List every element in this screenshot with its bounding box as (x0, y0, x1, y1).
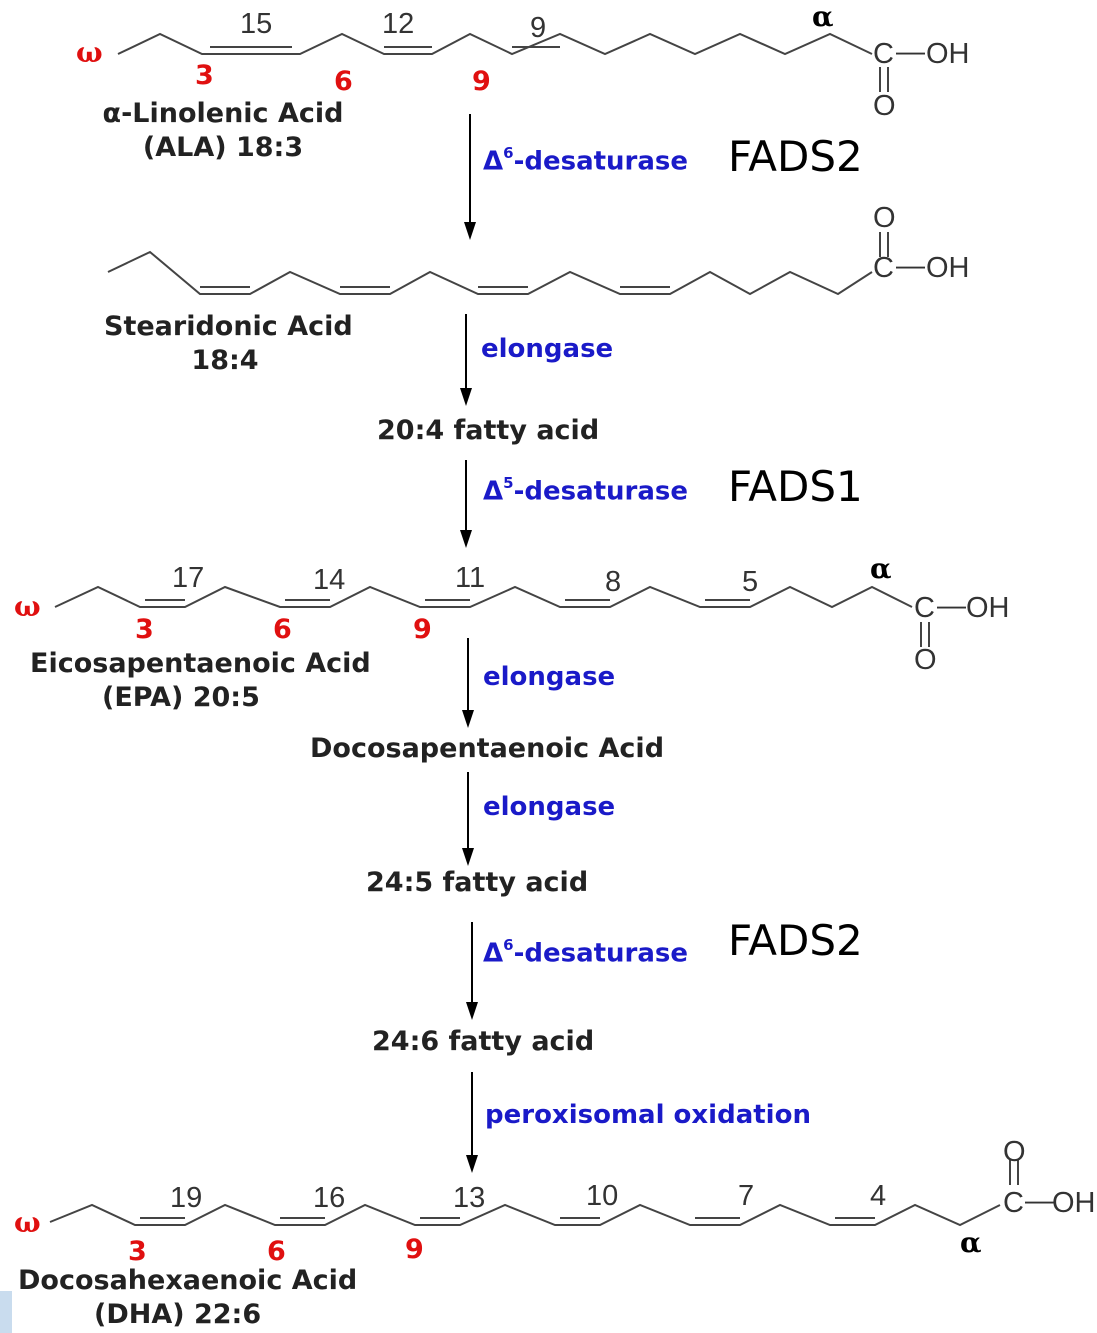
ala-structure (117, 32, 889, 92)
dha-omega-3: 3 (128, 1236, 147, 1267)
sda-structure (107, 232, 889, 296)
dha-omega-symbol: ω (14, 1206, 41, 1239)
dha-carboxyl-o: O (1003, 1136, 1026, 1168)
intermediate-dpa: Docosapentaenoic Acid (310, 733, 665, 764)
ala-omega-6: 6 (334, 66, 353, 97)
epa-carboxyl-c: C (914, 592, 935, 624)
dha-position-16: 16 (313, 1182, 346, 1214)
step6-gene: FADS2 (728, 916, 863, 965)
arrows (460, 114, 478, 1173)
dha-carboxyl-bond: — (1025, 1185, 1054, 1217)
dha-name-line2: (DHA) 22:6 (94, 1299, 262, 1330)
epa-name: Eicosapentaenoic Acid (EPA) 20:5 (30, 647, 371, 715)
epa-position-11: 11 (455, 562, 486, 594)
ala-name-line2: (ALA) 18:3 (142, 132, 304, 163)
ala-carboxyl-c: C (873, 38, 894, 70)
epa-carboxyl-bond: — (937, 590, 966, 622)
ala-carboxyl-oh: OH (926, 38, 970, 70)
dha-position-10: 10 (586, 1180, 619, 1212)
dha-alpha-symbol: α (960, 1226, 982, 1259)
epa-carboxyl-o: O (914, 644, 937, 676)
sda-name-line2: 18:4 (191, 345, 259, 376)
dha-position-4: 4 (870, 1180, 887, 1212)
ala-position-12: 12 (382, 8, 415, 40)
sda-carboxyl-c: C (873, 252, 894, 284)
step3-gene: FADS1 (728, 462, 863, 511)
ala-omega-symbol: ω (76, 36, 103, 69)
dha-name: Docosahexaenoic Acid (DHA) 22:6 (18, 1264, 358, 1332)
epa-position-8: 8 (605, 566, 622, 598)
sda-name-line1: Stearidonic Acid (104, 311, 353, 342)
ala-carboxyl-o: O (873, 90, 896, 122)
ala-name-line1: α-Linolenic Acid (102, 98, 344, 129)
step1-enzyme: Δ6-desaturase (483, 144, 689, 177)
dha-omega-9: 9 (405, 1234, 424, 1265)
intermediate-20-4: 20:4 fatty acid (377, 415, 600, 446)
ala-omega-3: 3 (195, 60, 214, 91)
epa-alpha-symbol: α (870, 552, 892, 585)
epa-name-line1: Eicosapentaenoic Acid (30, 648, 371, 679)
edge-artifact (0, 1291, 12, 1333)
epa-position-14: 14 (313, 564, 346, 596)
ala-position-15: 15 (240, 8, 273, 40)
epa-omega-6: 6 (273, 614, 292, 645)
sda-carboxyl-o: O (873, 202, 896, 234)
dha-carboxyl-oh: OH (1052, 1187, 1096, 1219)
step5-enzyme: elongase (483, 792, 616, 822)
sda-carboxyl-oh: OH (926, 252, 970, 284)
epa-position-17: 17 (172, 562, 205, 594)
ala-alpha-symbol: α (812, 0, 834, 33)
ala-omega-9: 9 (472, 66, 491, 97)
intermediate-24-5: 24:5 fatty acid (366, 867, 589, 898)
dha-position-13: 13 (453, 1182, 486, 1214)
step3-enzyme: Δ5-desaturase (483, 474, 689, 507)
step2-enzyme: elongase (481, 334, 614, 364)
dha-position-19: 19 (170, 1182, 203, 1214)
epa-carboxyl-oh: OH (966, 592, 1010, 624)
sda-carboxyl-bond: — (896, 250, 925, 282)
epa-structure (54, 585, 930, 647)
epa-omega-3: 3 (135, 614, 154, 645)
epa-name-line2: (EPA) 20:5 (102, 682, 260, 713)
ala-name: α-Linolenic Acid (ALA) 18:3 (102, 97, 344, 165)
dha-carboxyl-c: C (1003, 1187, 1024, 1219)
sda-name: Stearidonic Acid 18:4 (104, 310, 353, 378)
dha-structure (49, 1160, 1019, 1227)
intermediate-24-6: 24:6 fatty acid (372, 1026, 595, 1057)
epa-position-5: 5 (742, 566, 759, 598)
epa-omega-symbol: ω (14, 590, 41, 623)
epa-omega-9: 9 (413, 614, 432, 645)
step1-gene: FADS2 (728, 132, 863, 181)
ala-position-9: 9 (530, 12, 547, 44)
dha-name-line1: Docosahexaenoic Acid (18, 1265, 358, 1296)
ala-carboxyl-bond: — (896, 36, 925, 68)
step6-enzyme: Δ6-desaturase (483, 936, 689, 969)
dha-omega-6: 6 (267, 1236, 286, 1267)
step4-enzyme: elongase (483, 662, 616, 692)
step7-enzyme: peroxisomal oxidation (485, 1100, 811, 1130)
dha-position-7: 7 (738, 1180, 755, 1212)
